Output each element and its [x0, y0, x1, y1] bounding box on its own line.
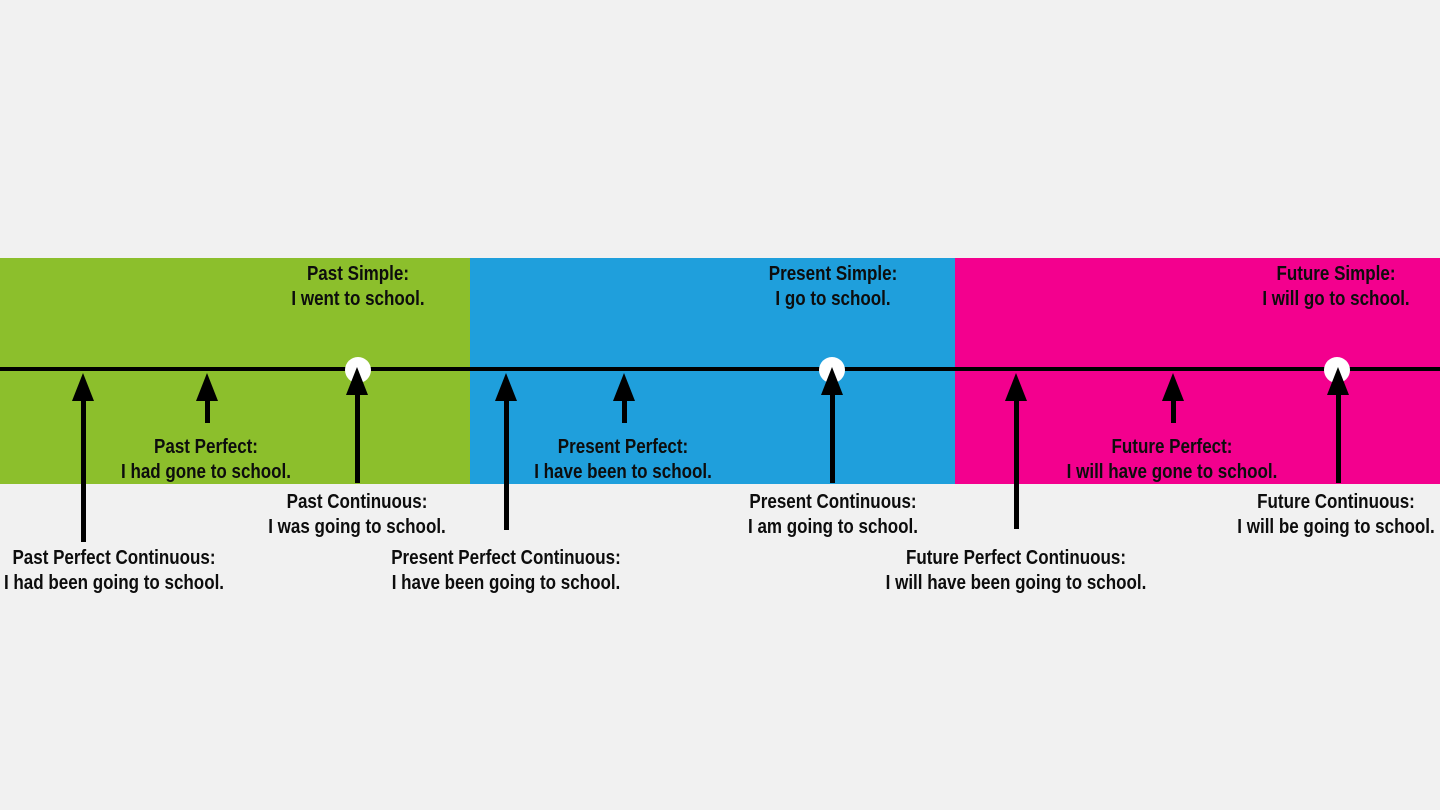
- arrowhead-icon: [1005, 373, 1027, 401]
- label-present-perfect-continuous: Present Perfect Continuous: I have been …: [370, 546, 642, 596]
- label-present-perfect: Present Perfect: I have been to school.: [487, 435, 759, 485]
- arrow-present-perfect-continuous: [495, 373, 517, 530]
- tense-name: Past Perfect:: [154, 436, 258, 458]
- tense-example: I will have been going to school.: [885, 572, 1147, 594]
- section-present-tenses: [470, 258, 955, 484]
- tense-name: Future Simple:: [1276, 263, 1396, 285]
- arrowhead-icon: [821, 367, 843, 395]
- tense-example: I am going to school.: [748, 516, 918, 538]
- tense-band: [0, 258, 1440, 484]
- label-future-continuous: Future Continuous: I will be going to sc…: [1200, 490, 1440, 540]
- tense-name: Present Simple:: [768, 263, 898, 285]
- arrow-past-perfect: [196, 373, 218, 423]
- label-past-perfect: Past Perfect: I had gone to school.: [70, 435, 342, 485]
- arrowhead-icon: [346, 367, 368, 395]
- arrow-future-continuous: [1327, 367, 1349, 483]
- tense-example: I will go to school.: [1262, 288, 1410, 310]
- label-future-perfect: Future Perfect: I will have gone to scho…: [1036, 435, 1308, 485]
- arrow-past-continuous: [346, 367, 368, 483]
- tense-name: Past Continuous:: [286, 491, 428, 513]
- arrowhead-icon: [196, 373, 218, 401]
- tense-name: Past Simple:: [306, 263, 410, 285]
- arrow-present-perfect: [613, 373, 635, 423]
- tense-name: Present Perfect:: [557, 436, 689, 458]
- tense-name: Future Perfect:: [1111, 436, 1233, 458]
- tense-example: I have been going to school.: [391, 572, 621, 594]
- tense-example: I will have gone to school.: [1066, 461, 1278, 483]
- section-future-tenses: [955, 258, 1440, 484]
- tense-example: I had been going to school.: [3, 572, 225, 594]
- tense-example: I will be going to school.: [1237, 516, 1435, 538]
- label-past-simple: Past Simple: I went to school.: [222, 262, 494, 312]
- arrow-future-perfect: [1162, 373, 1184, 423]
- label-past-continuous: Past Continuous: I was going to school.: [221, 490, 493, 540]
- label-past-perfect-continuous: Past Perfect Continuous: I had been goin…: [0, 546, 250, 596]
- arrow-future-perfect-continuous: [1005, 373, 1027, 529]
- label-future-simple: Future Simple: I will go to school.: [1200, 262, 1440, 312]
- tense-name: Past Perfect Continuous:: [12, 547, 216, 569]
- tense-name: Present Continuous:: [749, 491, 917, 513]
- tense-example: I went to school.: [291, 288, 425, 310]
- arrow-present-continuous: [821, 367, 843, 483]
- arrowhead-icon: [1327, 367, 1349, 395]
- section-past-tenses: [0, 258, 470, 484]
- tense-name: Present Perfect Continuous:: [391, 547, 621, 569]
- tense-name: Future Continuous:: [1257, 491, 1415, 513]
- arrowhead-icon: [495, 373, 517, 401]
- arrow-past-perfect-continuous: [72, 373, 94, 542]
- label-future-perfect-continuous: Future Perfect Continuous: I will have b…: [880, 546, 1152, 596]
- arrowhead-icon: [613, 373, 635, 401]
- arrowhead-icon: [72, 373, 94, 401]
- timeline-axis: [0, 367, 1440, 371]
- tense-example: I had gone to school.: [121, 461, 291, 483]
- tense-example: I was going to school.: [268, 516, 446, 538]
- tense-example: I go to school.: [775, 288, 891, 310]
- arrowhead-icon: [1162, 373, 1184, 401]
- label-present-continuous: Present Continuous: I am going to school…: [697, 490, 969, 540]
- tense-name: Future Perfect Continuous:: [905, 547, 1127, 569]
- label-present-simple: Present Simple: I go to school.: [697, 262, 969, 312]
- tense-example: I have been to school.: [534, 461, 712, 483]
